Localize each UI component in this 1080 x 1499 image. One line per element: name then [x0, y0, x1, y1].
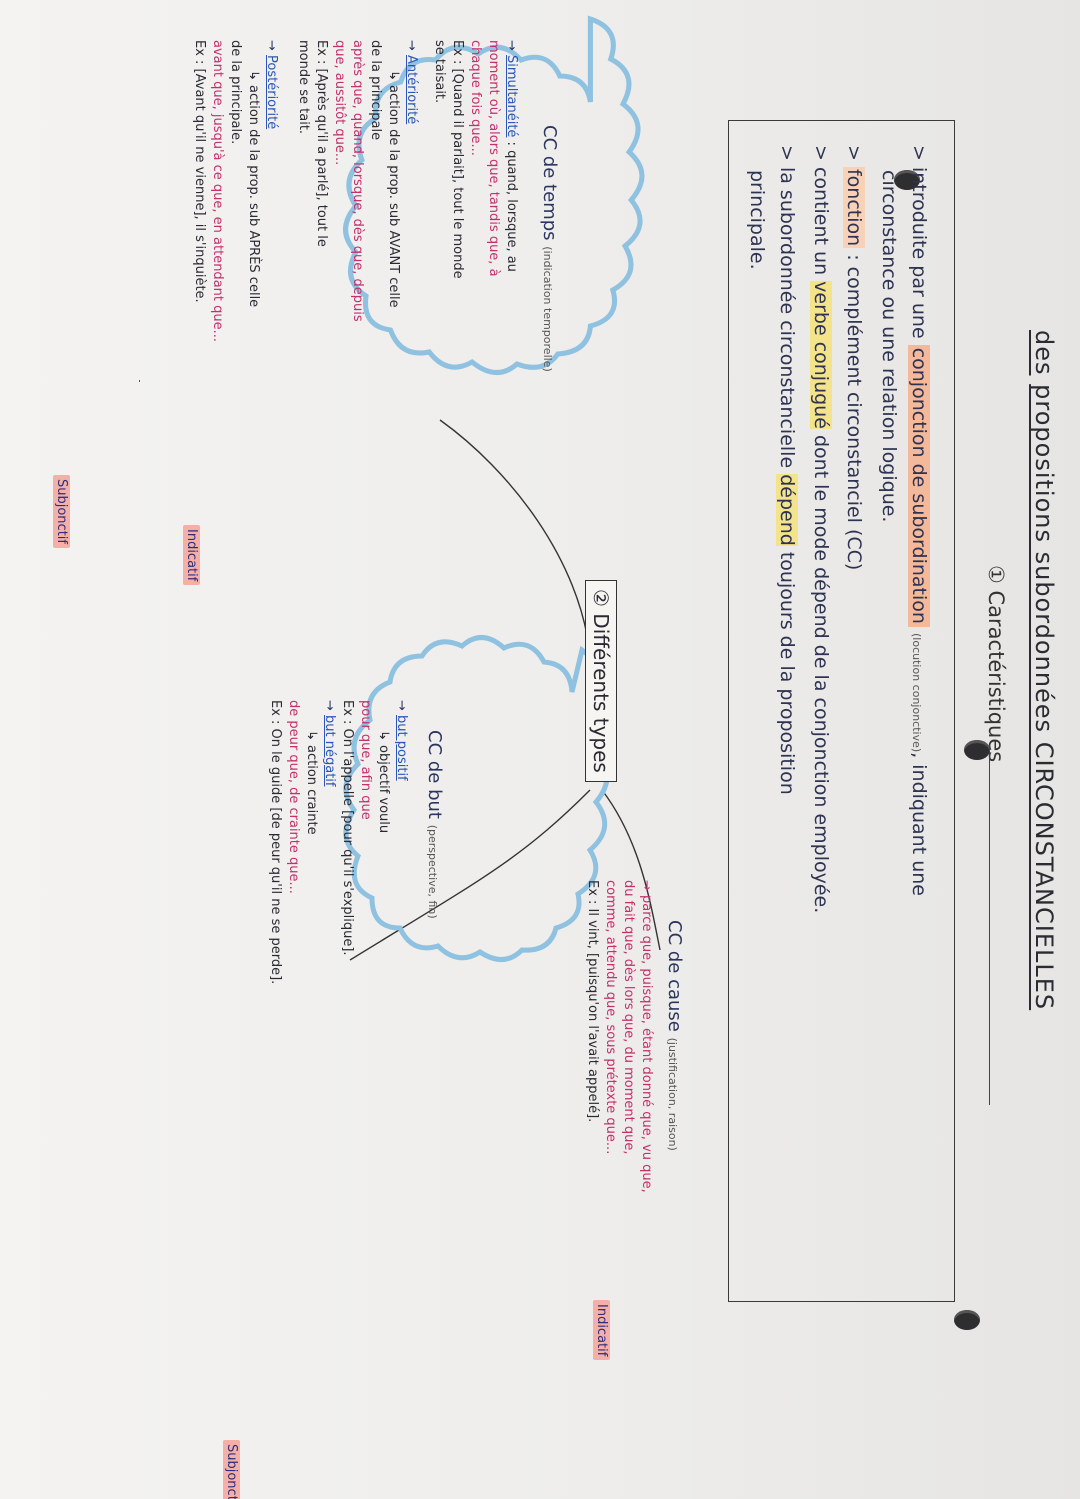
- line5-part-c: toujours de la proposition: [776, 551, 798, 795]
- section-1-title: Caractéristiques: [984, 590, 1008, 763]
- but-negatif-label: but négatif: [322, 715, 337, 787]
- simultaneite-label: Simultanéité: [504, 55, 519, 138]
- cc-temps-note: (indication temporelle): [541, 246, 554, 372]
- but-positif-label: but positif: [394, 715, 409, 781]
- section-1-heading: ① Caractéristiques: [984, 565, 1008, 762]
- cause-block: → parce que, puisque, étant donné que, v…: [583, 880, 655, 1193]
- cause-text-1: → parce que, puisque, étant donné que, v…: [639, 880, 654, 1193]
- anteriorite-text-2: de la principale: [368, 40, 383, 141]
- simultaneite-example-2: se taisait.: [432, 40, 447, 104]
- characteristics-line-4: > contient un verbe conjugué dont le mod…: [810, 145, 832, 913]
- characteristics-line-3: > fonction : complément circonstanciel (…: [843, 145, 865, 570]
- but-positif-text-1: ↳ objectif voulu: [376, 730, 391, 834]
- posteriorite-example: Ex : [Avant qu'il ne vienne], il s'inqui…: [192, 40, 207, 303]
- anteriorite-block: → Antériorité ↳ action de la prop. sub A…: [296, 40, 419, 322]
- tag-indicatif-cause: Indicatif: [593, 1300, 610, 1361]
- line1-part-d: , indiquant une: [908, 752, 930, 896]
- but-block: → but positif ↳ objectif voulu pour que,…: [268, 700, 409, 985]
- simultaneite-text-3: chaque fois que...: [468, 40, 483, 156]
- section-2-number: ②: [589, 589, 613, 607]
- section-2-title: Différents types: [589, 613, 613, 773]
- anteriorite-example-2: monde se tait.: [296, 40, 311, 135]
- title-prefix: des: [1030, 330, 1058, 376]
- anteriorite-text-4: que, aussitôt que...: [332, 40, 347, 166]
- tag-subjonctif-temps: Subjonctif: [53, 475, 70, 548]
- section-2-heading: ② Différents types: [585, 580, 617, 782]
- but-negatif-text-1: ↳ action crainte: [304, 730, 319, 835]
- but-negatif-example: Ex : On le guide [de peur qu'il ne se pe…: [268, 700, 283, 985]
- simultaneite-text-2: moment où, alors que, tandis que, à: [486, 40, 501, 277]
- cause-text-3: comme, attendu que, sous prétexte que...: [603, 880, 618, 1155]
- tag-indicatif-temps: Indicatif: [183, 525, 200, 586]
- cc-temps-title: CC de temps (indication temporelle): [539, 125, 560, 372]
- characteristics-line-5: > la subordonnée circonstancielle dépend…: [776, 145, 798, 795]
- section-1-number: ①: [984, 565, 1008, 584]
- tag-subjonctif-but: Subjonctif: [223, 1440, 240, 1499]
- anteriorite-text-1: ↳ action de la prop. sub AVANT celle: [386, 70, 401, 308]
- posteriorite-text-2: de la principale.: [228, 40, 243, 145]
- line4-part-c: dont le mode dépend de la conjonction em…: [810, 434, 832, 914]
- but-negatif-text-2: de peur que, de crainte que...: [286, 700, 301, 894]
- characteristics-line-1: > introduite par une conjonction de subo…: [908, 145, 930, 896]
- line2-text: circonstance ou une relation logique.: [878, 170, 900, 523]
- title-main: propositions subordonnées CIRCONSTANCIEL…: [1030, 384, 1058, 1011]
- posteriorite-text-3: avant que, jusqu'à ce que, en attendant …: [210, 40, 225, 343]
- cc-cause-title-text: CC de cause: [664, 920, 685, 1032]
- simultaneite-block: → Simultanéité : quand, lorsque, au mome…: [432, 40, 519, 279]
- characteristics-line-2: circonstance ou une relation logique.: [878, 170, 900, 522]
- posteriorite-block: → Postériorité ↳ action de la prop. sub …: [192, 40, 279, 343]
- line1-part-a: > introduite par une: [908, 145, 930, 339]
- but-positif-example: Ex : On l'appelle [pour qu'il s'explique…: [340, 700, 355, 956]
- anteriorite-example: Ex : [Après qu'il a parlé], tout le: [314, 40, 329, 247]
- line3-bullet: >: [843, 145, 865, 161]
- line3-highlight: fonction: [843, 166, 865, 249]
- cause-example: Ex : Il vint, [puisqu'on l'avait appelé]…: [585, 880, 600, 1123]
- cc-cause-title: CC de cause (justification, raison): [664, 920, 685, 1151]
- posteriorite-label: Postériorité: [264, 55, 279, 130]
- line3-text: : complément circonstanciel (CC): [843, 248, 865, 571]
- line6-text: principale.: [746, 170, 768, 270]
- simultaneite-text-1: : quand, lorsque, au: [504, 137, 519, 272]
- cause-text-2: du fait que, dès lors que, du moment que…: [621, 880, 636, 1155]
- page-title: des propositions subordonnées CIRCONSTAN…: [1030, 330, 1058, 1010]
- line4-highlight: verbe conjugué: [810, 281, 832, 429]
- cc-temps-title-text: CC de temps: [539, 125, 560, 241]
- line5-highlight: dépend: [776, 474, 798, 546]
- line5-part-a: > la subordonnée circonstancielle: [776, 145, 798, 469]
- line1-highlight: conjonction de subordination: [908, 344, 930, 627]
- cc-cause-note: (justification, raison): [666, 1037, 679, 1151]
- anteriorite-label: Antériorité: [404, 55, 419, 125]
- characteristics-line-6: principale.: [746, 170, 768, 270]
- cc-but-title-text: CC de but: [424, 730, 445, 819]
- cc-but-title: CC de but (perspective, fin): [424, 730, 445, 919]
- line1-note: (locution conjonctive): [910, 633, 923, 753]
- simultaneite-example: Ex : [Quand il parlait], tout le monde: [450, 40, 465, 279]
- cc-but-note: (perspective, fin): [426, 824, 439, 919]
- anteriorite-text-3: après que, quand, lorsque, dès que, depu…: [350, 40, 365, 322]
- but-positif-text-2: pour que, afin que: [358, 700, 373, 820]
- line4-part-a: > contient un: [810, 145, 832, 276]
- indicatif-bracket-temps: [139, 380, 140, 382]
- posteriorite-text-1: ↳ action de la prop. sub APRÈS celle: [246, 70, 261, 308]
- section-1-underline: [989, 745, 990, 1105]
